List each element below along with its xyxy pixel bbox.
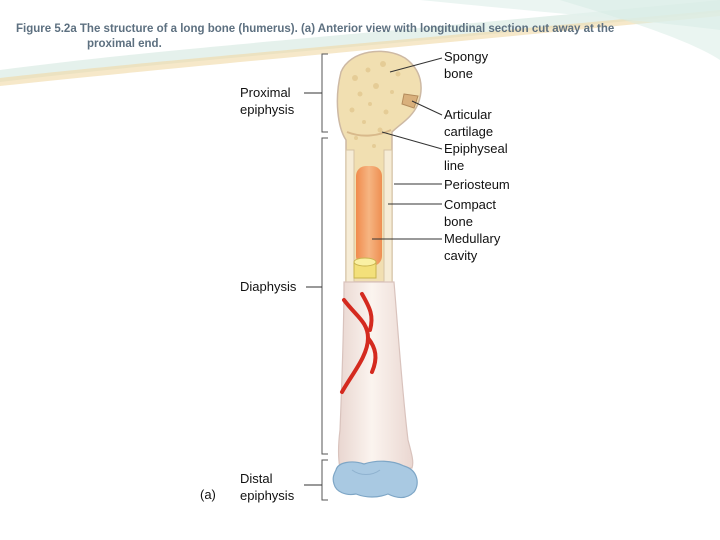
compact-bone-right: [384, 150, 392, 282]
distal-epiphysis-shape: [333, 461, 417, 497]
label-distal-epiphysis: Distal epiphysis: [240, 470, 294, 504]
medullary-cavity-shape: [356, 166, 382, 266]
label-panel-a: (a): [200, 486, 216, 503]
diaphysis-shape: [339, 282, 413, 468]
label-medullary-cavity: Medullary cavity: [444, 230, 500, 264]
diaphysis-bracket: [322, 138, 328, 454]
distal-epiphysis-bracket: [322, 460, 328, 500]
label-proximal-epiphysis: Proximal epiphysis: [240, 84, 294, 118]
label-spongy-bone: Spongy bone: [444, 48, 488, 82]
label-periosteum: Periosteum: [444, 176, 510, 193]
label-brackets: [322, 54, 328, 500]
label-epiphyseal-line: Epiphyseal line: [444, 140, 508, 174]
proximal-epiphysis-bracket: [322, 54, 328, 132]
label-diaphysis: Diaphysis: [240, 278, 296, 295]
label-compact-bone: Compact bone: [444, 196, 496, 230]
label-articular-cartilage: Articular cartilage: [444, 106, 493, 140]
compact-bone-left: [346, 150, 354, 282]
